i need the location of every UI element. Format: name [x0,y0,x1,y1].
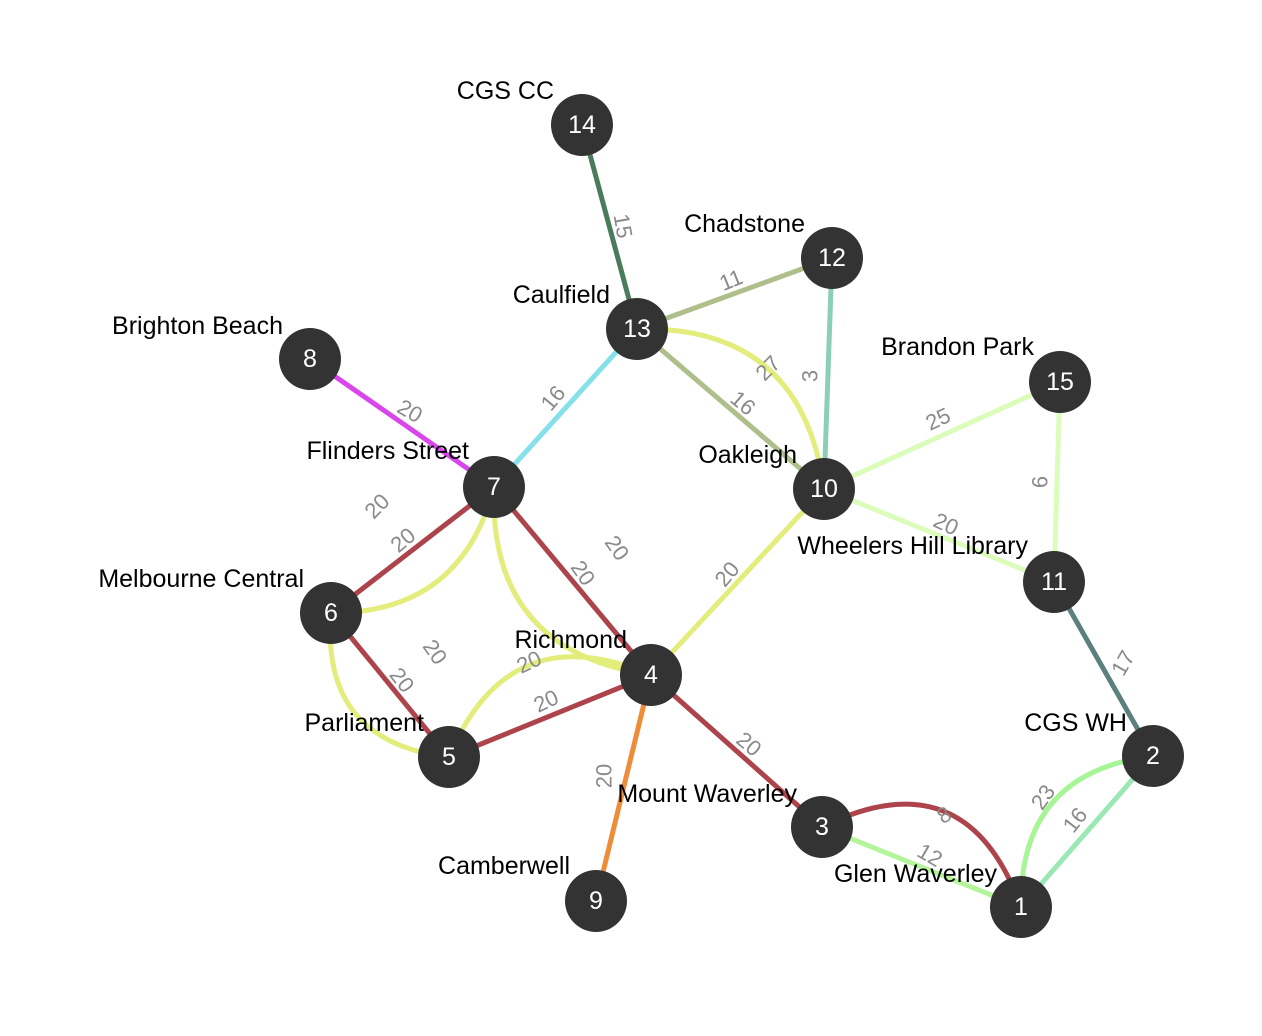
station-node-5[interactable]: 5 [418,726,480,788]
edge-weight-label: 20 [566,556,601,590]
edge-5-4 [446,654,652,758]
edge-weight-label: 20 [385,663,420,698]
edge-12-10 [821,257,835,490]
node-circle [606,298,668,360]
node-id-label: 14 [568,111,596,139]
station-node-11[interactable]: 11 [1023,551,1085,613]
station-node-6[interactable]: 6 [300,582,362,644]
edge-weight-label: 23 [1026,780,1061,814]
edge-7-6 [330,486,497,616]
station-name-label: CGS CC [457,77,554,105]
edge-weight-label: 16 [726,386,761,421]
station-node-3[interactable]: 3 [791,796,853,858]
edge-weight-label: 6 [1028,476,1053,488]
edge-weight-label: 20 [386,523,421,558]
node-id-label: 10 [810,475,838,503]
node-id-label: 6 [324,599,338,627]
station-node-14[interactable]: 14 [551,94,613,156]
edge-10-15 [822,379,1062,492]
node-id-label: 11 [1041,568,1067,596]
node-circle [791,796,853,858]
edge-4-10 [649,487,826,677]
node-circle [1023,551,1085,613]
node-circle [1029,351,1091,413]
node-id-label: 7 [487,473,501,501]
node-circle [565,870,627,932]
edge-weight-label: 20 [710,557,745,592]
node-id-label: 3 [815,813,829,841]
station-name-label: CGS WH [1024,709,1127,737]
node-id-label: 9 [589,887,603,915]
station-name-label: Melbourne Central [98,565,304,593]
node-id-label: 13 [623,315,651,343]
station-node-15[interactable]: 15 [1029,351,1091,413]
node-id-label: 5 [442,743,456,771]
station-node-4[interactable]: 4 [620,644,682,706]
station-name-label: Flinders Street [306,437,469,465]
edge-weight-label: 20 [360,489,395,524]
station-name-label: Richmond [514,626,627,654]
station-node-13[interactable]: 13 [606,298,668,360]
edge-weight-label: 20 [592,764,617,788]
station-node-2[interactable]: 2 [1122,725,1184,787]
node-circle [793,458,855,520]
station-node-8[interactable]: 8 [279,328,341,390]
station-name-label: Wheelers Hill Library [797,532,1028,560]
edge-weight-label: 20 [418,635,453,669]
edge-weight-label: 20 [732,727,767,762]
node-circle [1122,725,1184,787]
edge-weight-label: 17 [1106,646,1140,680]
node-circle [463,456,525,518]
node-circle [620,644,682,706]
station-node-9[interactable]: 9 [565,870,627,932]
node-id-label: 12 [818,244,846,272]
station-node-12[interactable]: 12 [801,227,863,289]
station-name-label: Camberwell [438,852,570,880]
node-id-label: 4 [644,661,658,689]
station-name-label: Chadstone [684,210,805,238]
edge-weight-label: 3 [798,370,823,382]
edge-weight-label: 15 [609,212,638,240]
node-circle [418,726,480,788]
edge-13-10 [636,326,827,490]
station-name-label: Brighton Beach [112,312,283,340]
station-name-label: Caulfield [513,281,610,309]
station-name-label: Mount Waverley [617,780,797,808]
node-id-label: 15 [1046,368,1074,396]
edge-8-7 [308,356,496,490]
station-node-1[interactable]: 1 [990,876,1052,938]
node-id-label: 2 [1146,742,1160,770]
node-circle [551,94,613,156]
node-circle [300,582,362,644]
edge-10-11 [823,486,1055,585]
node-circle [801,227,863,289]
edge-13-7 [492,327,639,489]
station-name-label: Oakleigh [698,441,797,469]
station-name-label: Brandon Park [881,333,1034,361]
node-id-label: 1 [1014,893,1028,921]
node-id-label: 8 [303,345,317,373]
station-node-7[interactable]: 7 [463,456,525,518]
node-circle [279,328,341,390]
station-name-label: Glen Waverley [834,860,998,888]
node-circle [990,876,1052,938]
station-node-10[interactable]: 10 [793,458,855,520]
edge-weight-label: 20 [600,531,635,565]
edge-3-1 [820,801,1024,908]
edge-7-4 [491,486,652,678]
edge-2-1 [1018,753,1154,908]
station-name-label: Parliament [305,709,425,737]
